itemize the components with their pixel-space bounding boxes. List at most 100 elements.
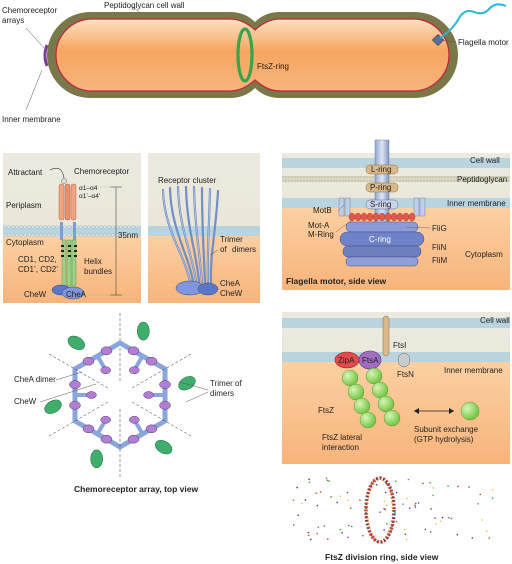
trimer-of-dimers bbox=[82, 424, 95, 434]
s-ring-label: S-ring bbox=[370, 200, 391, 209]
cd-label-1: CD1, CD2, bbox=[18, 255, 57, 264]
attractant-arrow bbox=[49, 167, 65, 179]
flim-label: FliM bbox=[432, 256, 447, 265]
lipid-head bbox=[27, 225, 31, 229]
lipid-head bbox=[131, 225, 135, 229]
m-ring-beads bbox=[348, 212, 416, 222]
lipid-head bbox=[3, 225, 7, 229]
subunit-dot bbox=[297, 514, 299, 517]
chea-dimer bbox=[137, 321, 150, 341]
subunit-dot bbox=[402, 503, 404, 505]
subunit-dot bbox=[405, 538, 408, 541]
stators bbox=[338, 197, 426, 217]
lipid-head bbox=[51, 225, 55, 229]
lateral-label-2: interaction bbox=[322, 443, 359, 452]
lipid-head bbox=[91, 225, 95, 229]
subunit-dot bbox=[387, 537, 390, 539]
subunit-dot bbox=[385, 504, 388, 507]
lipid-head bbox=[67, 225, 71, 229]
subunit-dot bbox=[485, 530, 488, 533]
lipid-head bbox=[19, 233, 23, 237]
lipid-head bbox=[67, 233, 71, 237]
receptor-cluster-view: Receptor cluster Trimer of dimers CheA C… bbox=[148, 153, 260, 303]
trimer-label-1: Trimer bbox=[220, 235, 243, 244]
cd-label-2: CD1’, CD2’ bbox=[18, 265, 58, 274]
subunit-dot bbox=[424, 528, 427, 531]
attractant-molecule bbox=[61, 178, 67, 184]
subunit-dot bbox=[471, 537, 474, 539]
cluster-chew bbox=[197, 282, 219, 296]
ftsi bbox=[382, 315, 390, 357]
lipid-head bbox=[79, 233, 83, 237]
subunit-dot bbox=[406, 497, 408, 500]
subunit-dot bbox=[326, 538, 329, 540]
periplasmic-domain bbox=[70, 183, 77, 221]
lipid-head bbox=[99, 233, 103, 237]
chea-dimer bbox=[67, 335, 85, 350]
flagellum bbox=[439, 3, 507, 39]
trimer-of-dimers bbox=[82, 356, 95, 366]
lipid-head bbox=[99, 225, 103, 229]
lipid-head bbox=[55, 225, 59, 229]
lipid-head bbox=[11, 233, 15, 237]
subunit-dot bbox=[316, 504, 319, 507]
subunit-dot bbox=[346, 491, 349, 494]
subunit-dot bbox=[456, 533, 459, 536]
trimer-of-dimers bbox=[69, 401, 81, 410]
motb-label: MotB bbox=[313, 206, 332, 215]
subunit-dot bbox=[481, 519, 484, 521]
subunit-dot bbox=[468, 486, 470, 488]
inner-membrane-label: Inner membrane bbox=[2, 115, 61, 124]
flagella-cytoplasm-label: Cytoplasm bbox=[465, 250, 503, 259]
ftsz-ring-shape bbox=[236, 27, 254, 83]
subunit-dot bbox=[477, 502, 479, 505]
subunit-dot bbox=[432, 494, 434, 497]
subunit-dot bbox=[408, 507, 411, 510]
lateral-label-1: FtsZ lateral bbox=[322, 433, 362, 442]
subunit-dot bbox=[347, 499, 350, 502]
subunit-dot bbox=[307, 534, 310, 537]
exchange-label-2: (GTP hydrolysis) bbox=[414, 435, 474, 444]
trimer-of-dimers bbox=[159, 380, 171, 389]
transmembrane-helix bbox=[73, 222, 76, 240]
receptor-highlights bbox=[162, 186, 211, 283]
ftsz-inner-membrane-label: Inner membrane bbox=[444, 366, 503, 375]
scale-label: 35nm bbox=[118, 231, 138, 240]
array-trimer-label-1: Trimer of bbox=[210, 379, 242, 388]
lipid-head bbox=[103, 225, 107, 229]
lipid-head bbox=[15, 225, 19, 229]
lipid-head bbox=[79, 225, 83, 229]
lipid-head bbox=[119, 233, 123, 237]
subunit-dot bbox=[479, 493, 482, 496]
subunit-dot bbox=[309, 538, 312, 541]
trimer-of-dimers bbox=[127, 434, 140, 444]
subunit-dot bbox=[391, 502, 394, 505]
chemoreceptor-label: Chemoreceptor bbox=[74, 167, 129, 176]
helix-bundle bbox=[66, 239, 72, 287]
subunit-dot bbox=[349, 507, 352, 510]
subunit-dot bbox=[450, 517, 453, 520]
lipid-head bbox=[15, 233, 19, 237]
lipid-head bbox=[95, 225, 99, 229]
subunit-dot bbox=[350, 525, 353, 528]
cytoplasm-label: Cytoplasm bbox=[6, 238, 44, 247]
lipid-head bbox=[119, 225, 123, 229]
cluster-chew-label: CheW bbox=[220, 289, 243, 298]
trimer-of-dimers bbox=[100, 366, 111, 374]
subunit-dot bbox=[394, 480, 397, 483]
lipid-head bbox=[95, 233, 99, 237]
subunit-dot bbox=[292, 524, 295, 526]
subunit-dot bbox=[430, 508, 432, 510]
chemoreceptor-arrays-label-2: arrays bbox=[2, 16, 24, 25]
flagella-cell-wall-label: Cell wall bbox=[470, 156, 500, 165]
chew-label: CheW bbox=[24, 290, 47, 299]
exchange-label-1: Subunit exchange bbox=[414, 425, 479, 434]
array-spoke bbox=[47, 352, 109, 389]
lipid-head bbox=[91, 233, 95, 237]
subunit-dot bbox=[292, 499, 295, 502]
subunit-dot bbox=[383, 507, 385, 510]
lipid-head bbox=[131, 233, 135, 237]
flagella-motor-view: Cell wall Peptidoglycan Inner membrane C… bbox=[282, 139, 510, 290]
ftsa-label: FtsA bbox=[362, 356, 379, 365]
